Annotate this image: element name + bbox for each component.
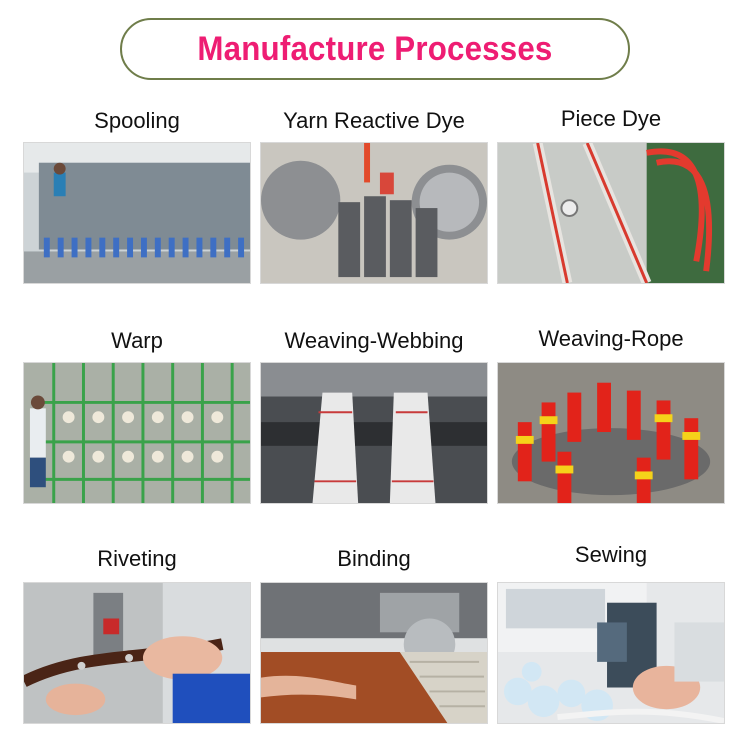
- process-photo-binding: [260, 582, 488, 724]
- process-photo-weaving-rope: [497, 362, 725, 504]
- process-card-binding: Binding: [260, 540, 488, 730]
- process-card-riveting: Riveting: [23, 540, 251, 730]
- process-label: Weaving-Rope: [538, 326, 684, 351]
- process-card-weaving-rope: Weaving-Rope: [497, 320, 725, 510]
- process-card-spooling: Spooling: [23, 100, 251, 290]
- process-card-warp: Warp: [23, 320, 251, 510]
- process-photo-warp: [23, 362, 251, 504]
- process-photo-sewing: [497, 582, 725, 724]
- process-card-sewing: Sewing: [497, 540, 725, 730]
- process-label: Yarn Reactive Dye: [283, 108, 465, 133]
- process-card-piece-dye: Piece Dye: [497, 100, 725, 290]
- title-banner: Manufacture Processes: [120, 18, 630, 80]
- process-card-weaving-webbing: Weaving-Webbing: [260, 320, 488, 510]
- process-label: Spooling: [94, 108, 180, 133]
- process-label: Binding: [337, 546, 411, 571]
- process-label: Riveting: [97, 546, 177, 571]
- page-title: Manufacture Processes: [197, 29, 553, 68]
- process-photo-riveting: [23, 582, 251, 724]
- process-card-yarn-reactive-dye: Yarn Reactive Dye: [260, 100, 488, 290]
- process-label: Sewing: [574, 542, 648, 567]
- process-photo-spooling: [23, 142, 251, 284]
- process-photo-weaving-webbing: [260, 362, 488, 504]
- process-label: Piece Dye: [560, 106, 662, 131]
- process-photo-yarn-reactive-dye: [260, 142, 488, 284]
- process-photo-piece-dye: [497, 142, 725, 284]
- process-label: Weaving-Webbing: [284, 328, 464, 353]
- process-label: Warp: [111, 328, 163, 353]
